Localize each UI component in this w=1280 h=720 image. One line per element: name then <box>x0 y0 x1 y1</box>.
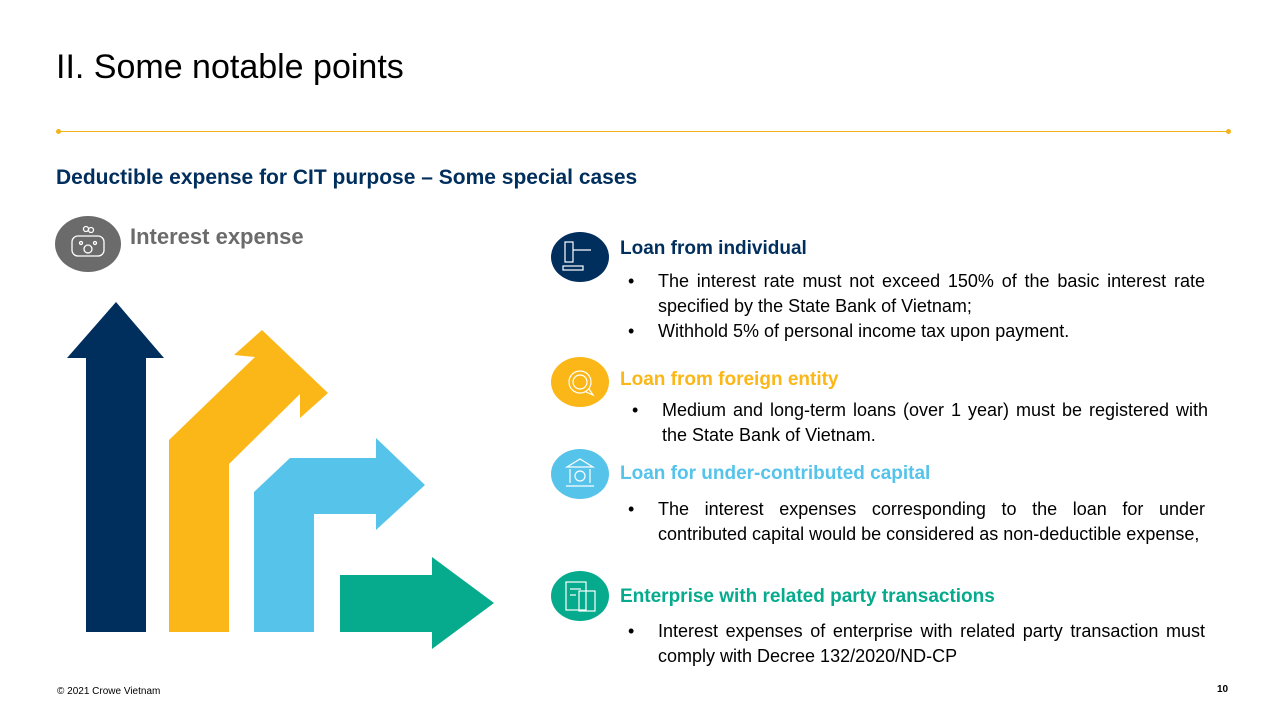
interest-expense-label: Interest expense <box>130 224 304 249</box>
bullet: Withhold 5% of personal income tax upon … <box>628 319 1205 344</box>
divider-dot <box>1226 129 1231 134</box>
lightblue-arrow <box>254 438 425 632</box>
footer-copyright: © 2021 Crowe Vietnam <box>57 686 161 697</box>
slide-title: II. Some notable points <box>56 48 404 86</box>
heading-related-party: Enterprise with related party transactio… <box>620 586 995 607</box>
teal-arrow <box>340 557 494 649</box>
yellow-arrow <box>169 330 328 632</box>
heading-loan-individual: Loan from individual <box>620 238 807 259</box>
bullet: Medium and long-term loans (over 1 year)… <box>632 398 1208 448</box>
page-number: 10 <box>1217 684 1229 695</box>
bullet: The interest expenses corresponding to t… <box>628 497 1205 547</box>
subtitle: Deductible expense for CIT purpose – Som… <box>56 166 638 189</box>
calculator-document-icon <box>551 571 609 621</box>
divider <box>58 131 1228 132</box>
navy-arrow <box>67 302 164 632</box>
bank-icon <box>551 449 609 499</box>
heading-loan-foreign: Loan from foreign entity <box>620 369 839 390</box>
divider-dot <box>56 129 61 134</box>
arrows-graphic <box>67 302 494 649</box>
piggy-bank-icon <box>55 216 121 272</box>
coin-chat-icon <box>551 357 609 407</box>
heading-loan-under-capital: Loan for under-contributed capital <box>620 463 931 484</box>
bullet: The interest rate must not exceed 150% o… <box>628 269 1205 319</box>
bullet: Interest expenses of enterprise with rel… <box>628 619 1205 669</box>
gavel-icon <box>551 232 609 282</box>
